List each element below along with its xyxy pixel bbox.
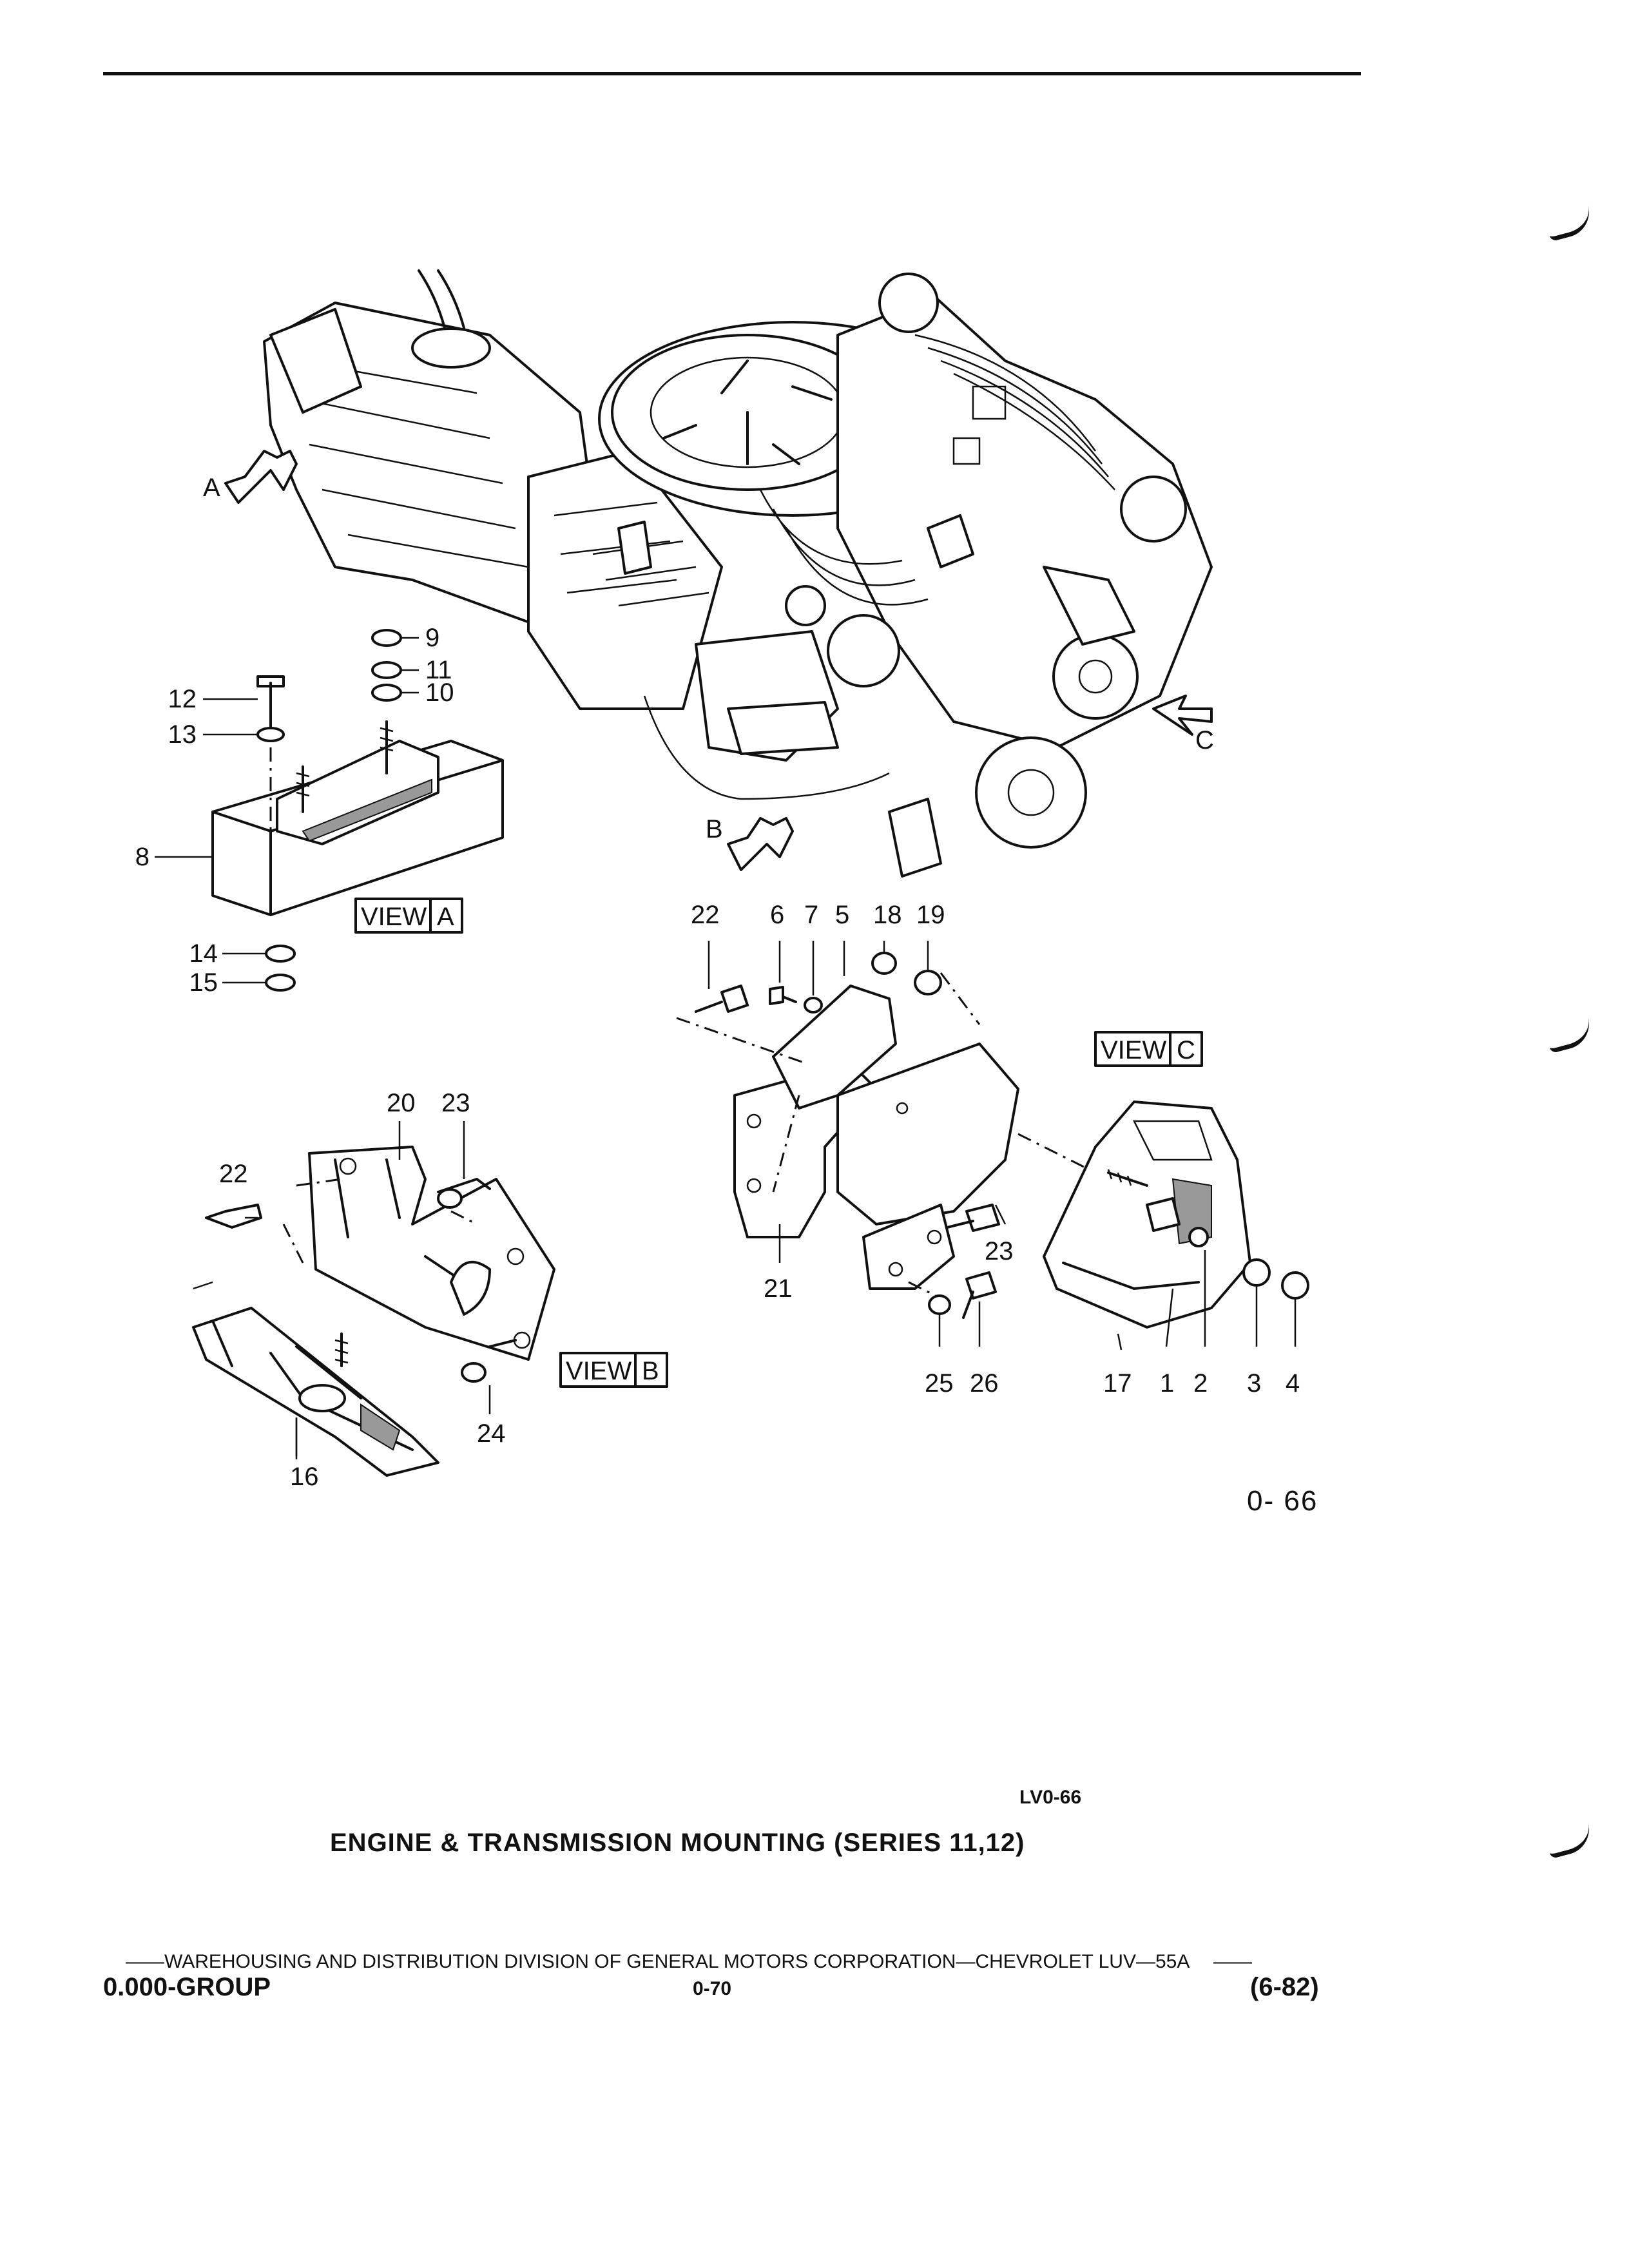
view-a-letter: A — [437, 903, 454, 931]
footer-page-number: 0-70 — [693, 1978, 732, 1999]
figure-code: 0- 66 — [1247, 1485, 1318, 1517]
callout-4: 4 — [1286, 1369, 1300, 1398]
view-arrow-c: C — [1152, 695, 1214, 754]
engine-transmission-illustration — [263, 269, 1213, 878]
view-arrow-b: B — [706, 815, 794, 871]
callout-23-c: 23 — [985, 1237, 1014, 1265]
top-rule — [103, 72, 1361, 75]
callout-2: 2 — [1193, 1369, 1208, 1398]
callout-14: 14 — [189, 939, 218, 968]
callout-7: 7 — [804, 901, 818, 929]
callout-15: 15 — [189, 968, 218, 997]
callout-10: 10 — [425, 678, 454, 707]
callout-18: 18 — [873, 901, 902, 929]
view-c-label: VIEW — [1101, 1036, 1166, 1064]
view-b-label: VIEW — [566, 1357, 631, 1385]
callout-19: 19 — [916, 901, 945, 929]
callout-17: 17 — [1103, 1369, 1132, 1398]
callout-11: 11 — [425, 656, 452, 684]
callout-26: 26 — [970, 1369, 999, 1398]
footer-date-code: (6-82) — [1250, 1973, 1319, 2001]
callout-25: 25 — [925, 1369, 954, 1398]
view-c-letter: C — [1177, 1036, 1195, 1064]
view-b-letter: B — [642, 1357, 659, 1385]
arrow-letter-c: C — [1195, 726, 1214, 754]
callout-9: 9 — [425, 624, 439, 652]
view-c-parts: 22 6 7 5 18 19 21 23 25 26 17 1 2 3 4 VI… — [676, 901, 1309, 1398]
callout-21: 21 — [764, 1274, 793, 1303]
callout-6: 6 — [770, 901, 784, 929]
view-a-parts: 9 11 10 12 13 8 14 15 VIEW A — [135, 624, 504, 997]
callout-1: 1 — [1160, 1369, 1174, 1398]
footer-group: 0.000-GROUP — [103, 1973, 271, 2001]
callout-22: 22 — [219, 1160, 248, 1188]
arrow-letter-b: B — [706, 815, 723, 843]
page-title: ENGINE & TRANSMISSION MOUNTING (SERIES 1… — [330, 1829, 1025, 1857]
view-a-label: VIEW — [361, 903, 427, 931]
view-arrow-a: A — [203, 450, 298, 504]
callout-24: 24 — [477, 1419, 506, 1448]
callout-20: 20 — [387, 1089, 416, 1117]
callout-16: 16 — [290, 1463, 319, 1491]
callout-8: 8 — [135, 843, 149, 871]
drawing-code: LV0-66 — [1019, 1787, 1082, 1808]
callout-3: 3 — [1247, 1369, 1261, 1398]
footer-division-text: ——WAREHOUSING AND DISTRIBUTION DIVISION … — [126, 1951, 1189, 1972]
footer-line-end: —— — [1213, 1951, 1253, 1972]
callout-22-c: 22 — [691, 901, 720, 929]
callout-23: 23 — [441, 1089, 470, 1117]
arrow-letter-a: A — [203, 474, 220, 502]
callout-5: 5 — [835, 901, 849, 929]
callout-12: 12 — [168, 685, 197, 713]
view-b-parts: 20 23 22 24 16 VIEW B — [192, 1089, 668, 1491]
callout-13: 13 — [168, 720, 197, 749]
footer-division-line: ——WAREHOUSING AND DISTRIBUTION DIVISION … — [126, 1951, 1252, 1973]
